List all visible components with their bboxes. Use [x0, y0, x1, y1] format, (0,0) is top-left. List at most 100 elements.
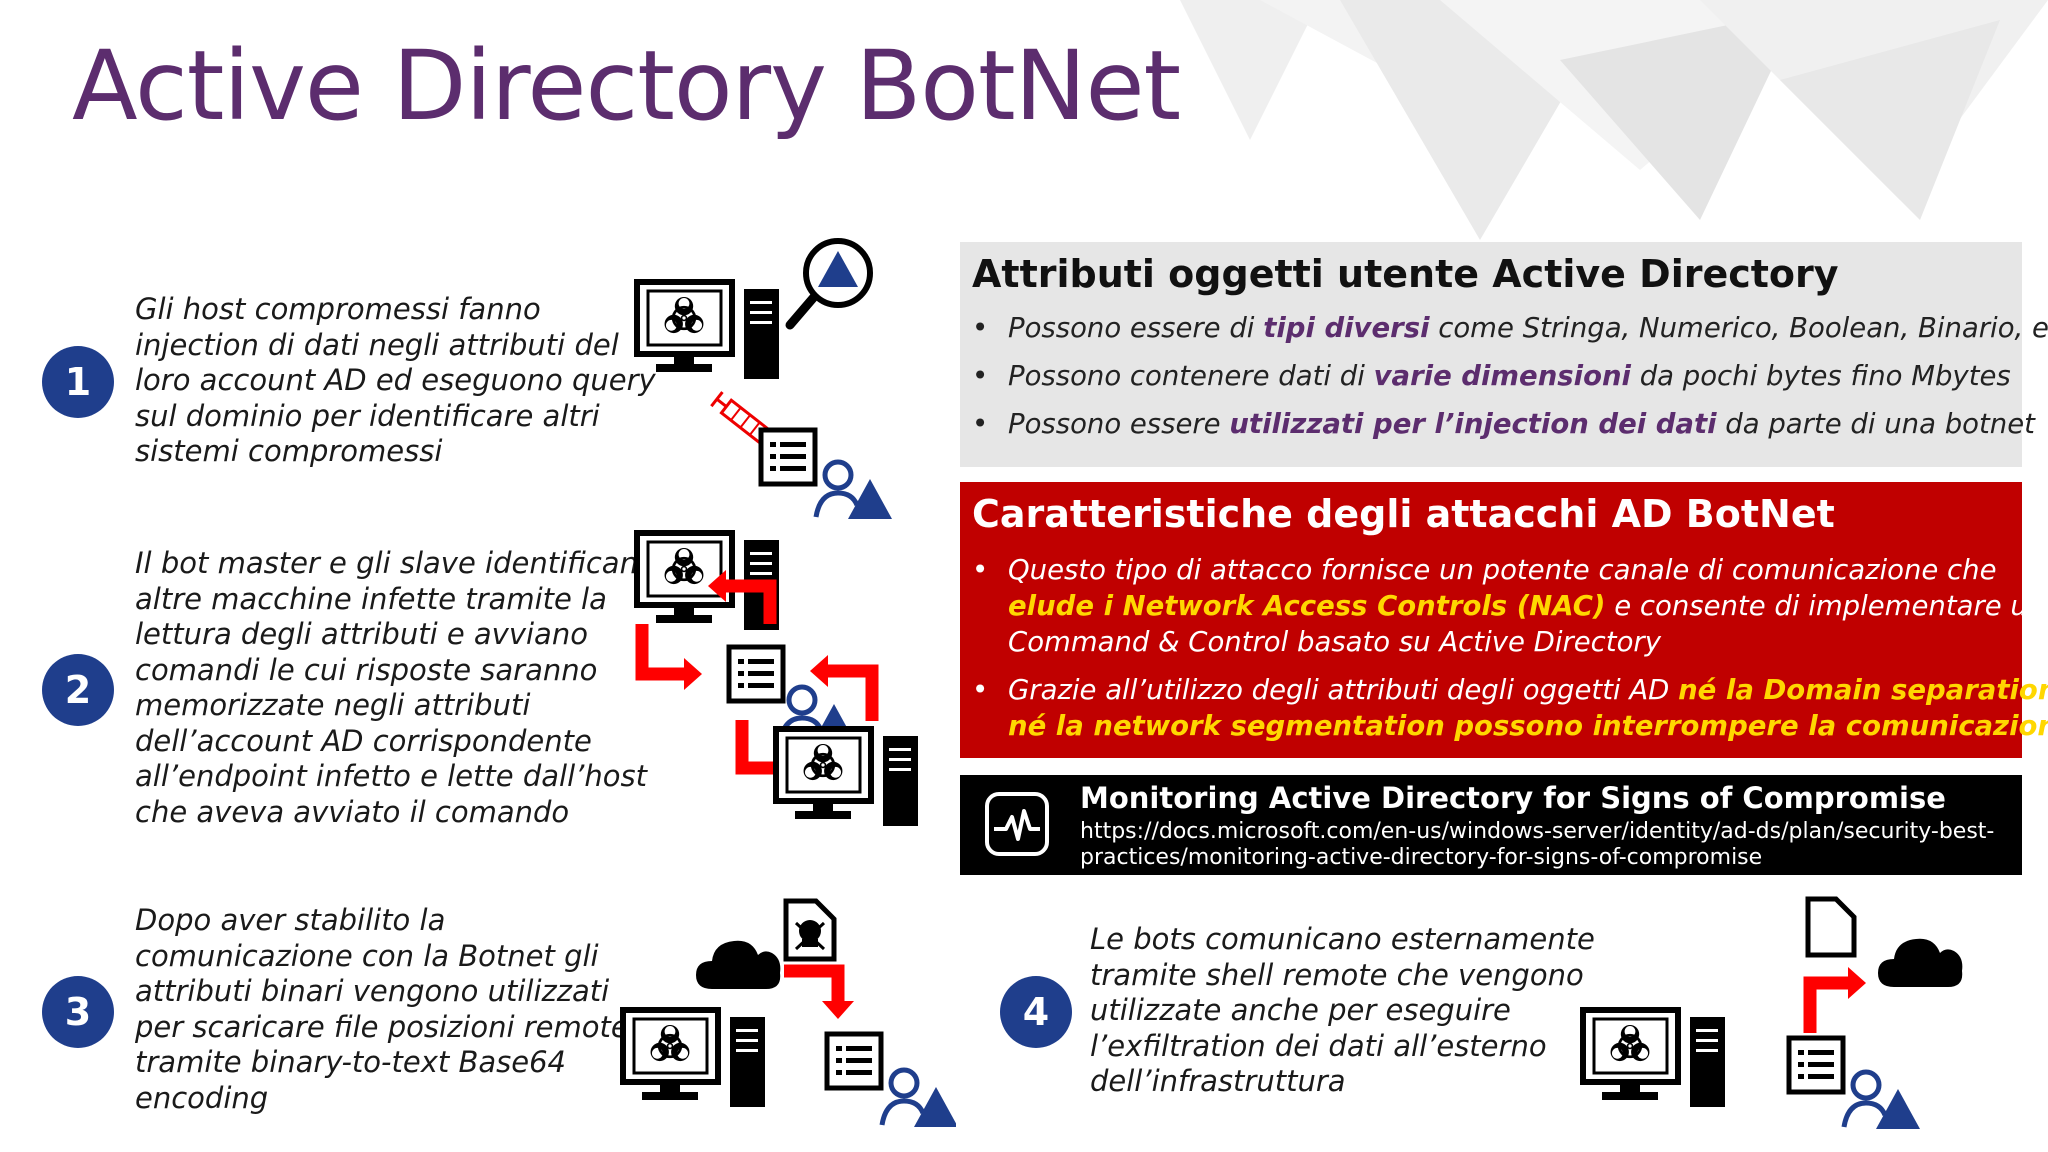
- attributes-bullet: • Possono contenere dati di varie dimens…: [972, 358, 2048, 394]
- text-line: per scaricare file posizioni remote: [135, 1009, 629, 1044]
- bullet-text-part: Possono contenere dati di: [1008, 360, 1374, 392]
- background-decoration: [1180, 0, 2048, 240]
- text-line: dell’infrastruttura: [1090, 1064, 1346, 1098]
- cloud-icon: [696, 940, 781, 989]
- text-line: Il bot master e gli slave identificano: [135, 546, 656, 580]
- monitoring-panel: Monitoring Active Directory for Signs of…: [960, 775, 2022, 875]
- text-line: utilizzate anche per eseguire: [1090, 993, 1511, 1027]
- user-icon: [1844, 1072, 1920, 1129]
- text-line: memorizzate negli attributi: [135, 688, 531, 722]
- step-number-1: 1: [42, 346, 114, 418]
- bullet-text: Possono contenere dati di varie dimensio…: [1008, 358, 2048, 394]
- text-line: comandi le cui risposte saranno: [135, 652, 598, 687]
- bullet-highlight: elude i Network Access Controls (NAC): [1008, 590, 1606, 622]
- infected-computer-icon: [776, 729, 918, 826]
- monitoring-title: Monitoring Active Directory for Signs of…: [1080, 781, 1946, 815]
- bullet-text-part: Possono essere di: [1008, 312, 1264, 344]
- text-line: tramite shell remote che vengono: [1090, 957, 1584, 992]
- attributes-panel: Attributi oggetti utente Active Director…: [960, 242, 2048, 467]
- text-line: sul dominio per identificare altri: [135, 398, 600, 433]
- step-3-text: Dopo aver stabilito la comunicazione con…: [135, 903, 629, 1116]
- text-line: loro account AD ed eseguono query: [135, 363, 656, 397]
- monitoring-url-line[interactable]: https://docs.microsoft.com/en-us/windows…: [1080, 819, 1995, 844]
- infected-computer-icon: [623, 1010, 765, 1107]
- red-arrow-icon: [708, 570, 726, 602]
- text-line: Gli host compromessi fanno: [135, 292, 541, 326]
- illustration-step-3: [616, 898, 956, 1135]
- text-line: encoding: [135, 1080, 269, 1115]
- bullet-dot: •: [972, 408, 989, 440]
- red-arrow-icon: [784, 964, 845, 1003]
- bullet-text: Possono essere di tipi diversi come Stri…: [1008, 310, 2048, 346]
- bullet-dot: •: [972, 312, 989, 344]
- skull-file-icon: [783, 898, 837, 962]
- bullet-text-line: Questo tipo di attacco fornisce un poten…: [1008, 554, 1997, 586]
- bullet-text-line: Grazie all’utilizzo degli attributi degl…: [1008, 672, 2048, 708]
- red-arrow-icon: [735, 720, 780, 775]
- attributes-panel-title: Attributi oggetti utente Active Director…: [972, 252, 1839, 296]
- text-line: injection di dati negli attributi del: [135, 327, 619, 362]
- red-arrow-icon: [722, 579, 777, 624]
- bullet-text-part: come Stringa, Numerico, Boolean, Binario…: [1429, 312, 2048, 344]
- step-number-3: 3: [42, 976, 114, 1048]
- bullet-dot: •: [972, 360, 989, 392]
- step-4-text: Le bots comunicano esternamente tramite …: [1090, 922, 1595, 1100]
- step-number-2: 2: [42, 654, 114, 726]
- bullet-text-part: da parte di una botnet: [1716, 408, 2035, 440]
- bullet-highlight: utilizzati per l’injection dei dati: [1229, 408, 1717, 440]
- text-line: attributi binari vengono utilizzati: [135, 974, 610, 1008]
- features-bullet-list: • Questo tipo di attacco fornisce un pot…: [972, 552, 2048, 756]
- monitoring-link[interactable]: https://docs.microsoft.com/en-us/windows…: [1080, 819, 1994, 871]
- text-line: che aveva avviato il comando: [135, 794, 570, 829]
- text-line: Le bots comunicano esternamente: [1090, 922, 1595, 956]
- red-arrow-icon: [810, 655, 828, 687]
- infected-computer-icon: [1583, 1010, 1725, 1107]
- text-line: tramite binary-to-text Base64: [135, 1045, 566, 1079]
- user-icon: [882, 1070, 956, 1127]
- illustration-step-2: [630, 526, 930, 851]
- step-2-text: Il bot master e gli slave identificano a…: [135, 546, 656, 830]
- red-arrow-icon: [1848, 967, 1866, 999]
- text-line: all’endpoint infetto e lette dall’host: [135, 759, 647, 793]
- activity-monitor-icon: [985, 792, 1049, 856]
- red-arrow-icon: [1803, 976, 1850, 1033]
- bullet-text-part: Grazie all’utilizzo degli attributi degl…: [1008, 674, 1679, 706]
- bullet-highlight: tipi diversi: [1263, 312, 1430, 344]
- text-line: lettura degli attributi e avviano: [135, 617, 588, 651]
- text-line: comunicazione con la Botnet gli: [135, 938, 599, 973]
- bullet-text-part: Possono essere: [1008, 408, 1230, 440]
- cloud-icon: [1878, 938, 1963, 987]
- text-line: sistemi compromessi: [135, 434, 443, 468]
- document-icon: [761, 430, 815, 484]
- bullet-text-line: elude i Network Access Controls (NAC) e …: [1008, 588, 2048, 624]
- bullet-highlight: né la Domain separation: [1678, 674, 2048, 706]
- slide-title: Active Directory BotNet: [72, 30, 1181, 142]
- red-arrow-icon: [826, 664, 879, 721]
- bullet-text: Possono essere utilizzati per l’injectio…: [1008, 406, 2048, 442]
- attributes-bullet: • Possono essere utilizzati per l’inject…: [972, 406, 2048, 442]
- bullet-text-part: da pochi bytes fino Mbytes: [1630, 360, 2011, 392]
- features-panel: Caratteristiche degli attacchi AD BotNet…: [960, 482, 2048, 758]
- monitoring-url-line[interactable]: practices/monitoring-active-directory-fo…: [1080, 845, 1763, 870]
- illustration-step-4: [1576, 896, 1963, 1135]
- document-icon: [827, 1034, 881, 1088]
- bullet-text-part: e consente di implementare un: [1605, 590, 2046, 622]
- features-panel-title: Caratteristiche degli attacchi AD BotNet: [972, 492, 1835, 536]
- red-arrow-icon: [635, 624, 686, 681]
- bullet-dot: •: [972, 554, 989, 586]
- blank-file-icon: [1805, 896, 1857, 958]
- step-number-4: 4: [1000, 976, 1072, 1048]
- text-line: dell’account AD corrispondente: [135, 723, 592, 758]
- bullet-text-line: Command & Control basato su Active Direc…: [1008, 626, 1661, 658]
- text-line: l’exfiltration dei dati all’esterno: [1090, 1028, 1547, 1063]
- document-icon: [1789, 1038, 1843, 1092]
- infected-computer-icon: [637, 282, 779, 379]
- text-line: Dopo aver stabilito la: [135, 903, 446, 937]
- attributes-bullet-list: • Possono essere di tipi diversi come St…: [972, 310, 2048, 454]
- bullet-highlight: varie dimensioni: [1373, 360, 1631, 392]
- magnifier-icon: [785, 238, 873, 330]
- red-arrow-icon: [822, 1001, 854, 1019]
- user-icon: [816, 462, 892, 519]
- bullet-highlight: né la network segmentation possono inter…: [1008, 710, 2048, 742]
- illustration-step-1: [630, 238, 900, 525]
